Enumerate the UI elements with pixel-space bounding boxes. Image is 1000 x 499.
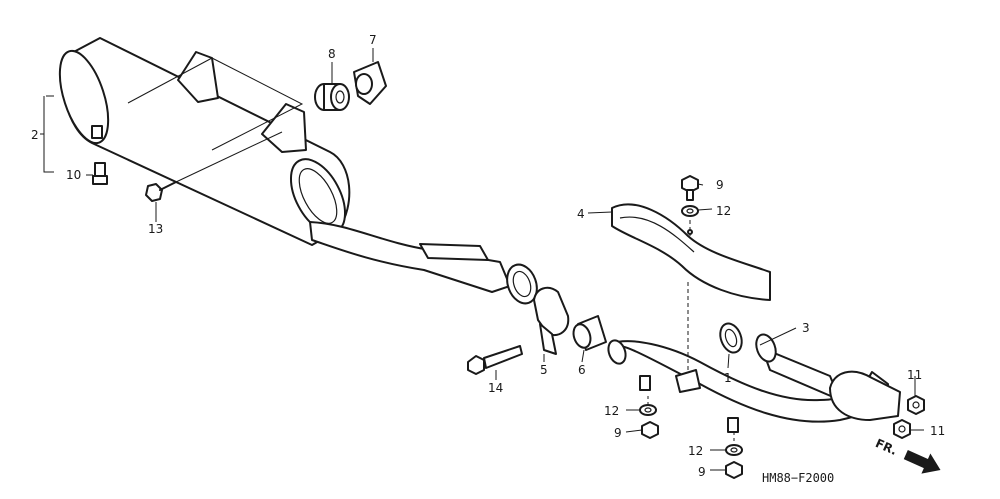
callout-8: 8 [328, 47, 336, 61]
nut-11-lower [893, 419, 911, 439]
diagram-code: HM88−F2000 [762, 471, 834, 485]
exhaust-pipe [607, 333, 901, 433]
washer-12-bottom [725, 444, 743, 456]
washer-12-mid [639, 404, 657, 416]
callout-9-top: 9 [716, 178, 724, 192]
muffler-bolt [145, 131, 283, 202]
nut-11-upper [907, 395, 925, 415]
washer-12-top [681, 205, 699, 217]
callout-5: 5 [540, 363, 548, 377]
front-direction-label: FR. [873, 436, 899, 458]
band-clamp [533, 286, 570, 355]
bolt-9-bottom [725, 461, 743, 479]
callout-3: 3 [802, 321, 810, 335]
front-direction-indicator: FR. [873, 436, 941, 474]
callout-6: 6 [578, 363, 586, 377]
leader-lines [40, 48, 924, 471]
callout-2: 2 [31, 128, 39, 142]
callout-13: 13 [148, 222, 163, 236]
callout-12-bottom: 12 [688, 444, 703, 458]
callout-7: 7 [369, 33, 377, 47]
callout-11-lower: 11 [930, 424, 945, 438]
clamp-bolt [467, 345, 523, 375]
callout-14: 14 [488, 381, 503, 395]
callout-12-top: 12 [716, 204, 731, 218]
callout-12-mid: 12 [604, 404, 619, 418]
drain-bolt [92, 162, 108, 185]
tail-pipe [309, 221, 538, 305]
muffler [58, 37, 351, 246]
callout-9-mid: 9 [614, 426, 622, 440]
joint-gasket [572, 315, 607, 351]
bolt-9-mid [641, 421, 659, 439]
mount-collar [353, 61, 387, 105]
callout-10: 10 [66, 168, 81, 182]
heat-protector [611, 203, 771, 301]
front-arrow-icon [903, 450, 941, 474]
callout-1: 1 [724, 371, 732, 385]
exhaust-gasket [719, 322, 743, 354]
callout-9-bottom: 9 [698, 465, 706, 479]
callouts: 1 2 3 4 5 6 7 8 9 9 9 10 11 11 12 12 12 … [31, 33, 945, 479]
mount-rubber [314, 83, 350, 111]
callout-11-upper: 11 [907, 368, 922, 382]
bolt-9-top [681, 175, 699, 201]
callout-4: 4 [577, 207, 585, 221]
